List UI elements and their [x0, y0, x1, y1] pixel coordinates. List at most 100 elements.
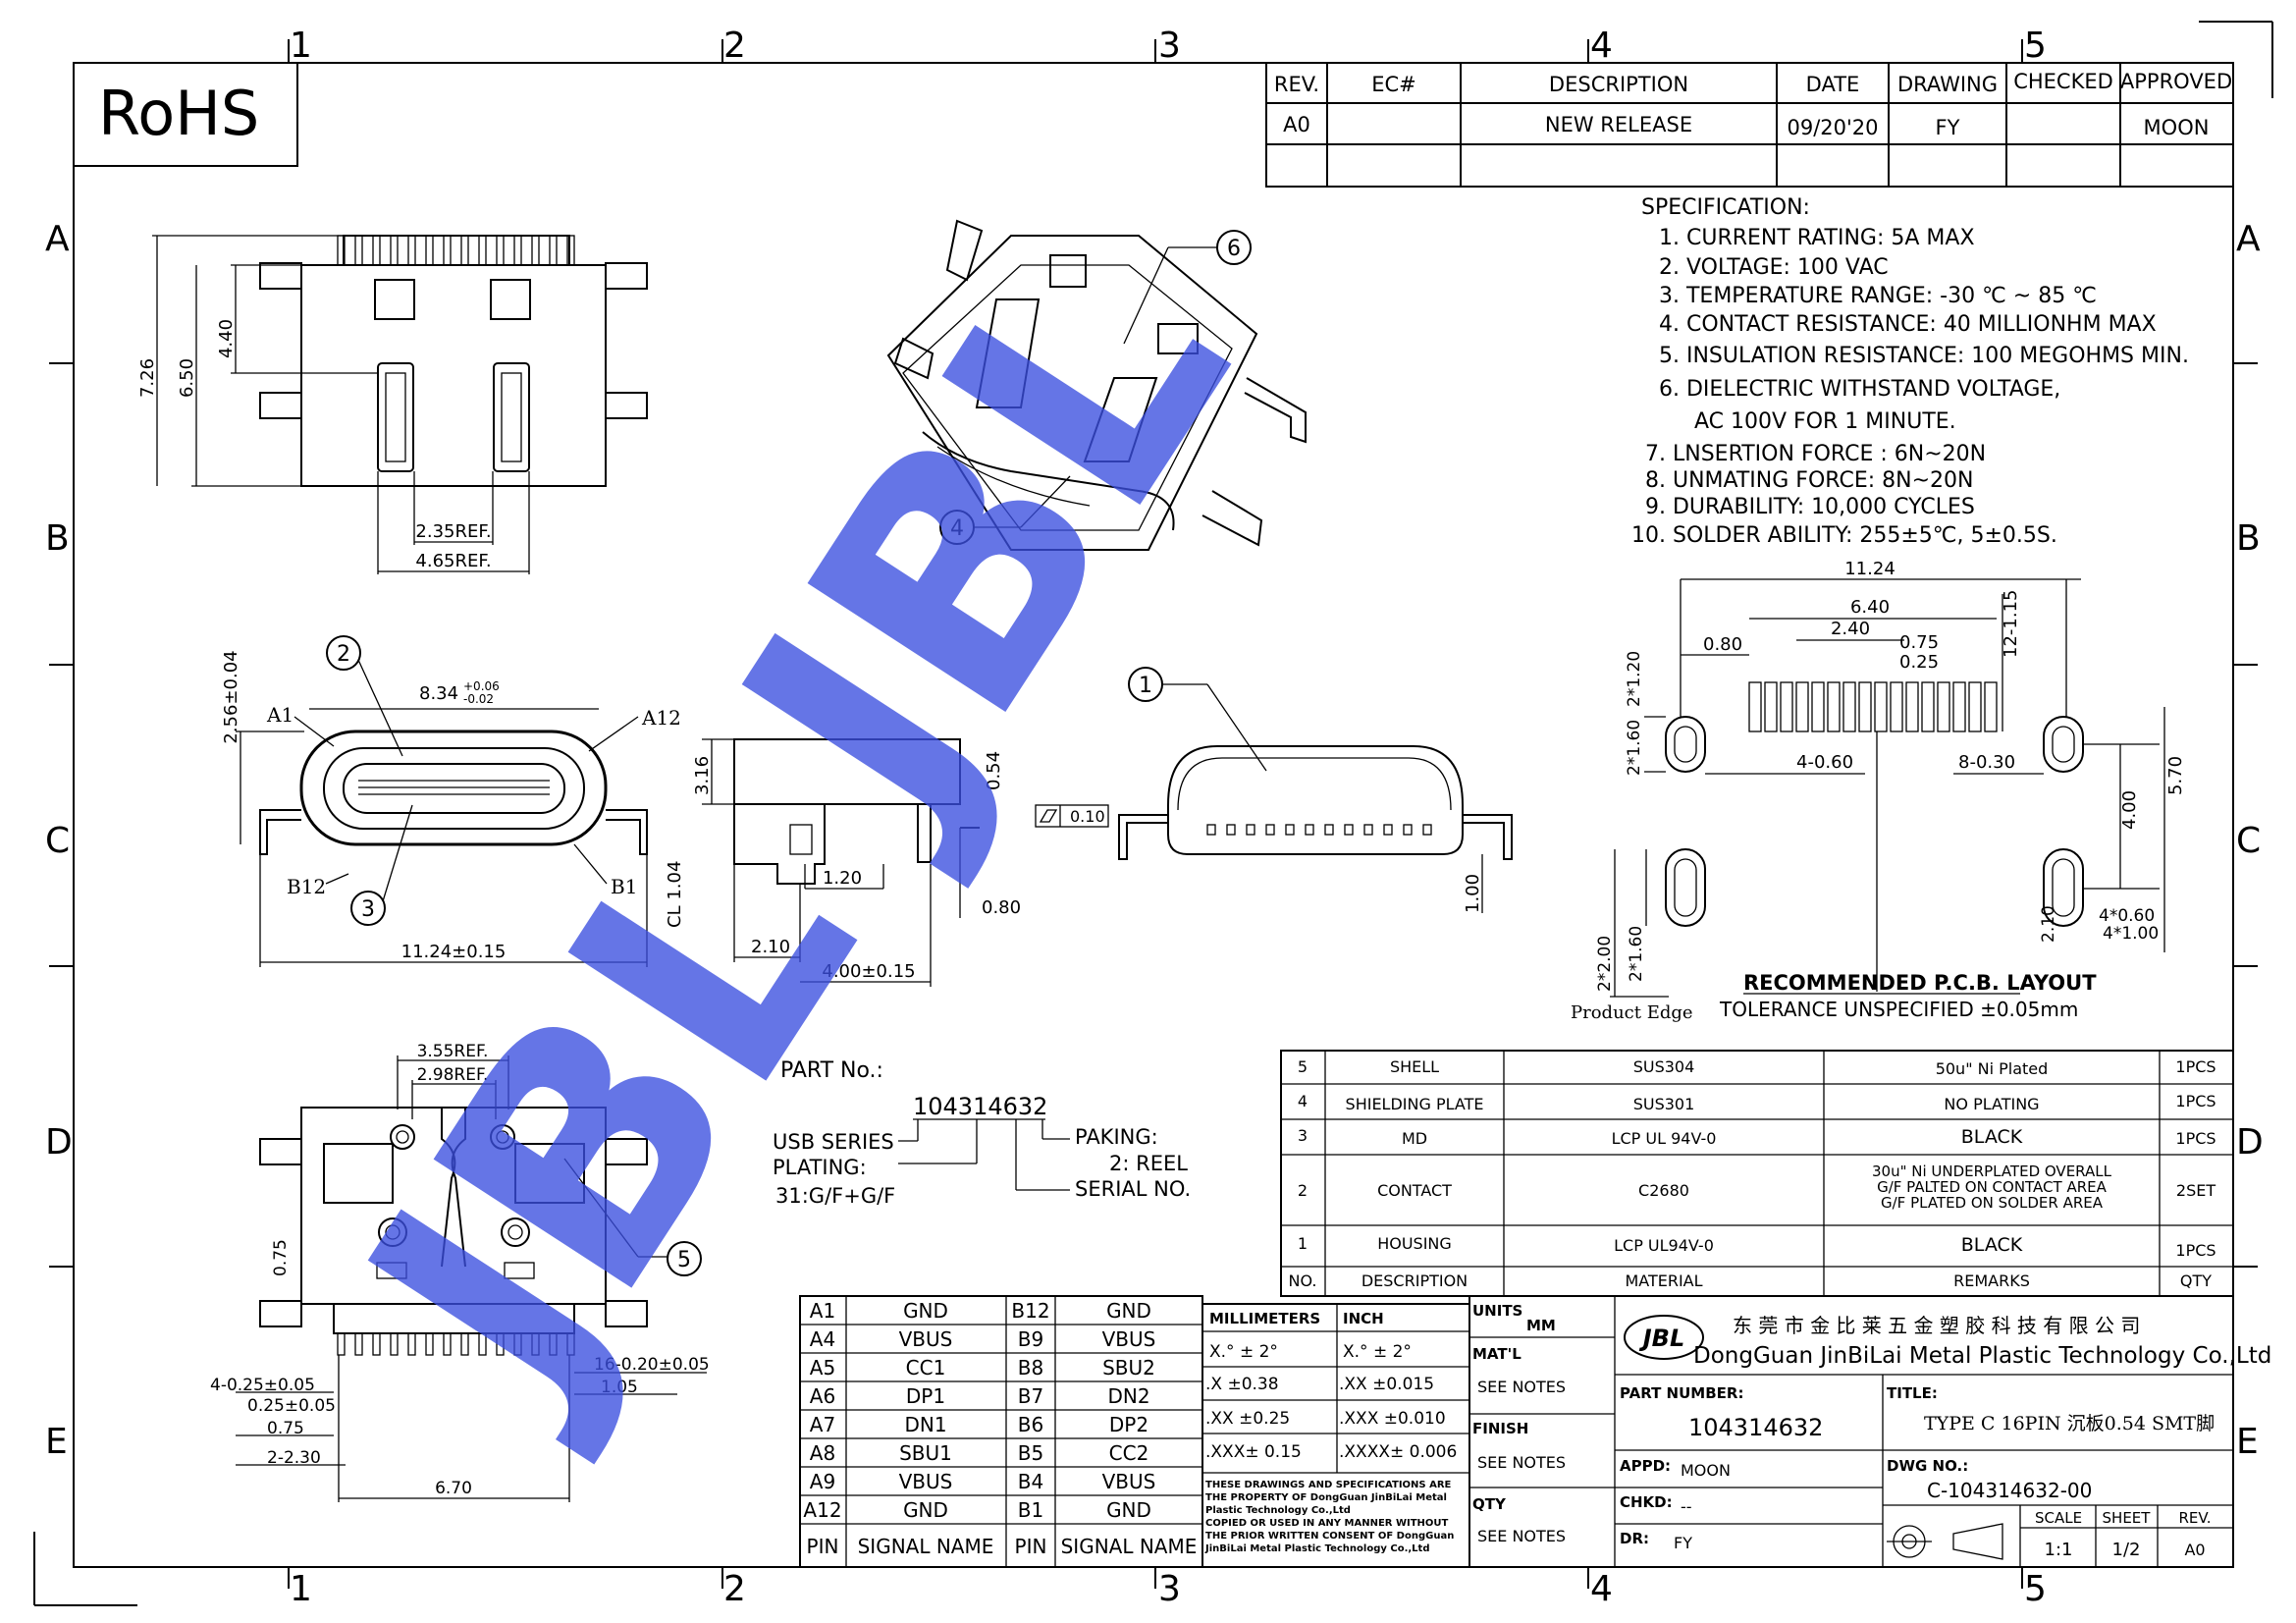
- svg-text:X.° ± 2°: X.° ± 2°: [1209, 1342, 1278, 1362]
- svg-text:MILLIMETERS: MILLIMETERS: [1209, 1310, 1320, 1327]
- pin-table-cell: VBUS: [899, 1470, 953, 1493]
- svg-text:LCP UL94V-0: LCP UL94V-0: [1614, 1236, 1714, 1255]
- side-view: 3.16 0.54 1.20 0.80 2.10 4.00±0.15 CL 1.…: [665, 738, 1109, 987]
- svg-text:.XXX ±0.010: .XXX ±0.010: [1339, 1409, 1446, 1429]
- svg-text:0.25: 0.25: [1899, 652, 1939, 673]
- spec-item: 6. DIELECTRIC WITHSTAND VOLTAGE,: [1659, 377, 2060, 402]
- svg-text:104314632: 104314632: [913, 1093, 1047, 1120]
- spec-title: SPECIFICATION:: [1641, 195, 1810, 220]
- svg-text:0.54: 0.54: [984, 751, 1004, 790]
- svg-text:THE PROPERTY OF DongGuan JinBi: THE PROPERTY OF DongGuan JinBiLai Metal: [1205, 1492, 1447, 1503]
- company-name-cn: 东 莞 市 金 比 莱 五 金 塑 胶 科 技 有 限 公 司: [1733, 1314, 2140, 1337]
- svg-text:MATERIAL: MATERIAL: [1625, 1271, 1702, 1290]
- spec-item: 9. DURABILITY: 10,000 CYCLES: [1645, 495, 1975, 519]
- svg-text:12-1.15: 12-1.15: [2001, 590, 2021, 658]
- svg-text:6.50: 6.50: [177, 358, 197, 398]
- pin-table-cell: B12: [1011, 1299, 1049, 1323]
- svg-text:11.24±0.15: 11.24±0.15: [401, 942, 507, 962]
- pin-table-cell: GND: [903, 1498, 948, 1522]
- svg-text:4.00±0.15: 4.00±0.15: [822, 961, 915, 982]
- grid-col-2: 2: [723, 26, 746, 66]
- svg-text:MM: MM: [1526, 1317, 1556, 1334]
- svg-text:1:1: 1:1: [2045, 1540, 2073, 1560]
- svg-text:3: 3: [1298, 1126, 1308, 1145]
- svg-text:8-0.30: 8-0.30: [1958, 752, 2015, 773]
- callout-4: 4: [950, 516, 964, 541]
- svg-text:DESCRIPTION: DESCRIPTION: [1362, 1271, 1468, 1290]
- svg-text:CHKD:: CHKD:: [1620, 1493, 1673, 1511]
- svg-text:1.00: 1.00: [1463, 874, 1483, 913]
- svg-text:PIN: PIN: [1015, 1535, 1047, 1558]
- grid-col-5: 5: [2024, 26, 2047, 66]
- svg-text:NO.: NO.: [1289, 1271, 1317, 1290]
- rev-header-date: DATE: [1806, 73, 1860, 96]
- top-view: 7.26 6.50 4.40 2.35REF. 4.65REF.: [137, 235, 648, 574]
- svg-text:SHIELDING PLATE: SHIELDING PLATE: [1346, 1095, 1484, 1113]
- svg-text:LCP UL 94V-0: LCP UL 94V-0: [1612, 1129, 1717, 1148]
- svg-text:.XX ±0.25: .XX ±0.25: [1205, 1409, 1290, 1429]
- svg-text:31:G/F+G/F: 31:G/F+G/F: [775, 1184, 895, 1208]
- svg-text:PIN: PIN: [807, 1535, 839, 1558]
- svg-text:TOLERANCE UNSPECIFIED ±0.05mm: TOLERANCE UNSPECIFIED ±0.05mm: [1719, 998, 2078, 1021]
- svg-text:QTY: QTY: [2180, 1271, 2212, 1290]
- svg-text:REV.: REV.: [2179, 1509, 2212, 1527]
- watermark: JBL JBL: [287, 192, 1301, 1472]
- svg-text:TITLE:: TITLE:: [1887, 1384, 1938, 1402]
- svg-text:2.56±0.04: 2.56±0.04: [221, 650, 241, 743]
- bottom-view: 3.55REF. 2.98REF. 0.75 4-0.25±0.05 0.25±…: [210, 1042, 710, 1502]
- svg-text:1PCS: 1PCS: [2175, 1129, 2216, 1148]
- callout-3: 3: [361, 897, 375, 922]
- pin-table-cell: A9: [810, 1470, 835, 1493]
- svg-text:FINISH: FINISH: [1472, 1420, 1528, 1437]
- svg-text:4.40: 4.40: [216, 319, 237, 358]
- spec-item: 7. LNSERTION FORCE : 6N~20N: [1645, 442, 1986, 466]
- svg-text:.XX ±0.015: .XX ±0.015: [1339, 1375, 1434, 1394]
- svg-text:B1: B1: [611, 875, 637, 898]
- svg-text:MOON: MOON: [1681, 1461, 1731, 1480]
- svg-text:COPIED OR USED IN ANY MANNER W: COPIED OR USED IN ANY MANNER WITHOUT: [1205, 1518, 1449, 1529]
- svg-text:PAKING:: PAKING:: [1075, 1125, 1158, 1149]
- spec-item: 4. CONTACT RESISTANCE: 40 MILLIONHM MAX: [1659, 312, 2157, 337]
- jbl-logo-icon: [1624, 1315, 1704, 1360]
- svg-text:4.65REF.: 4.65REF.: [415, 551, 491, 571]
- svg-text:2*1.60: 2*1.60: [1627, 926, 1646, 982]
- svg-text:2: REEL: 2: REEL: [1109, 1152, 1188, 1175]
- pin-table-cell: B5: [1018, 1441, 1043, 1465]
- grid-col-2-bottom: 2: [723, 1569, 746, 1609]
- svg-text:A1: A1: [266, 703, 294, 727]
- pin-table-cell: B6: [1018, 1413, 1043, 1436]
- tolerance-block: MILLIMETERS INCH X.° ± 2° X.° ± 2° .X ±0…: [1201, 1303, 1470, 1568]
- svg-text:4-0.25±0.05: 4-0.25±0.05: [210, 1376, 315, 1395]
- pin-table-cell: SBU2: [1102, 1356, 1155, 1380]
- svg-text:2-2.30: 2-2.30: [267, 1448, 321, 1468]
- svg-text:SHEET: SHEET: [2103, 1509, 2152, 1527]
- svg-text:2*1.20: 2*1.20: [1625, 651, 1644, 707]
- svg-text:.X ±0.38: .X ±0.38: [1205, 1375, 1279, 1394]
- spec-item: 3. TEMPERATURE RANGE: -30 ℃ ~ 85 ℃: [1659, 284, 2097, 308]
- grid-labels: 1 2 3 4 5 1 2 3 4 5 A B C D E A B C D E: [45, 26, 2264, 1609]
- svg-text:--: --: [1681, 1497, 1692, 1516]
- pin-table-cell: VBUS: [1102, 1470, 1156, 1493]
- svg-text:5.70: 5.70: [2165, 756, 2186, 795]
- pin-table-cell: GND: [1106, 1299, 1151, 1323]
- svg-text:SHELL: SHELL: [1390, 1057, 1439, 1076]
- pin-table-cell: VBUS: [1102, 1327, 1156, 1351]
- svg-text:2.35REF.: 2.35REF.: [415, 521, 491, 542]
- pin-table-cell: A8: [810, 1441, 835, 1465]
- grid-col-1-bottom: 1: [290, 1569, 312, 1609]
- svg-text:4: 4: [1298, 1092, 1308, 1110]
- grid-row-b-right: B: [2236, 518, 2261, 559]
- part-number-value: 104314632: [1688, 1414, 1823, 1441]
- svg-text:CONTACT: CONTACT: [1377, 1181, 1452, 1200]
- pin-table-cell: GND: [1106, 1498, 1151, 1522]
- svg-text:MD: MD: [1402, 1129, 1427, 1148]
- svg-text:SIGNAL NAME: SIGNAL NAME: [1061, 1535, 1198, 1558]
- grid-col-4: 4: [1590, 26, 1613, 66]
- svg-text:PART No.:: PART No.:: [780, 1058, 883, 1083]
- pin-table-cell: B8: [1018, 1356, 1043, 1380]
- svg-text:1.20: 1.20: [823, 868, 862, 889]
- svg-text:REMARKS: REMARKS: [1953, 1271, 2030, 1290]
- svg-text:A12: A12: [641, 706, 681, 730]
- rev-header-rev: REV.: [1274, 73, 1319, 96]
